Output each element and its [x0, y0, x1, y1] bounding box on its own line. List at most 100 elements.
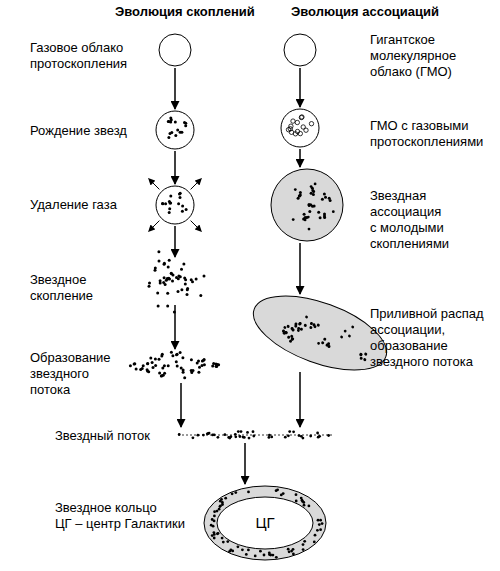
star-dot — [234, 491, 237, 494]
star-dot — [298, 194, 301, 197]
star-dot — [217, 532, 220, 535]
star-dot — [323, 214, 326, 217]
star-dot — [309, 435, 312, 438]
star-dot — [275, 556, 278, 559]
star-dot — [211, 365, 214, 368]
node-caption: Звездный поток — [55, 428, 170, 444]
star-dot — [157, 250, 160, 253]
star-dot — [284, 331, 288, 335]
protocluster-symbol — [309, 122, 313, 126]
gas-removal-circle: Удаление газа — [155, 185, 195, 225]
flow-arrow — [299, 243, 301, 294]
flow-arrow — [299, 372, 301, 427]
star-dot — [169, 195, 172, 198]
star-dot — [327, 434, 330, 437]
star-dot — [216, 363, 219, 366]
node-caption: Приливной распад ассоциации, образование… — [370, 306, 488, 370]
star-dot — [321, 341, 325, 345]
star-dot — [170, 351, 173, 354]
node-caption: Рождение звезд — [30, 123, 145, 139]
flow-arrow — [299, 68, 301, 107]
star-dot — [177, 277, 180, 280]
flow-arrow — [299, 149, 301, 167]
node-caption: ГМО с газовыми протоскоплениями — [370, 118, 495, 150]
star-dot — [311, 205, 314, 208]
star-dot — [202, 434, 205, 437]
star-dot — [328, 197, 331, 200]
star-dot — [180, 366, 183, 369]
star-dot — [176, 129, 179, 132]
node-shape — [283, 33, 317, 67]
star-dot — [166, 277, 169, 280]
protocluster-symbol — [298, 131, 302, 135]
stellar-stream: Звездный поток — [178, 428, 333, 442]
star-dot — [161, 367, 164, 370]
protocluster-symbol — [289, 124, 293, 128]
star-dot — [252, 430, 255, 433]
star-dot — [254, 555, 257, 558]
star-dot — [310, 185, 313, 188]
star-dot — [323, 337, 327, 341]
star-dot — [156, 291, 159, 294]
flow-arrow — [174, 151, 176, 184]
star-dot — [176, 365, 179, 368]
star-dot — [203, 358, 206, 361]
star-dot — [211, 534, 214, 537]
star-dot — [359, 353, 363, 357]
star-dot — [325, 343, 329, 347]
star-dot — [294, 188, 297, 191]
star-dot — [198, 366, 201, 369]
star-dot — [197, 371, 200, 374]
star-dot — [298, 322, 302, 326]
star-dot — [252, 435, 255, 438]
protocluster-symbol — [291, 119, 295, 123]
star-dot — [303, 323, 307, 327]
star-dot — [263, 554, 266, 557]
star-dot — [319, 216, 322, 219]
star-dot — [170, 118, 173, 121]
star-dot — [282, 492, 285, 495]
star-dot — [148, 285, 151, 288]
star-dot — [308, 204, 311, 207]
star-dot — [290, 327, 294, 331]
star-dot — [146, 362, 149, 365]
star-dot — [203, 363, 206, 366]
star-dot — [292, 553, 295, 556]
star-dot — [284, 331, 288, 335]
star-dot — [343, 329, 347, 333]
star-dot — [190, 278, 193, 281]
star-dot — [167, 136, 170, 139]
star-dot — [295, 500, 298, 503]
star-dot — [272, 554, 275, 557]
star-dot — [275, 489, 278, 492]
star-dot — [359, 352, 363, 356]
star-dot — [169, 201, 172, 204]
star-dot — [299, 327, 303, 331]
star-dot — [171, 354, 174, 357]
star-dot — [321, 522, 324, 525]
star-dot — [259, 550, 262, 553]
star-dot — [154, 269, 157, 272]
protocluster-symbol — [304, 128, 308, 132]
gas-outflow-arrow — [191, 221, 202, 232]
flow-arrow — [174, 68, 176, 109]
star-dot — [302, 548, 305, 551]
star-dot — [174, 121, 177, 124]
star-dot — [308, 210, 311, 213]
center-label: ЦГ — [245, 514, 285, 532]
star-dot — [159, 279, 162, 282]
cloud-outline — [156, 111, 194, 149]
star-dot — [219, 505, 222, 508]
star-dot — [363, 358, 367, 362]
star-dot — [245, 553, 248, 556]
star-dot — [308, 505, 311, 508]
star-dot — [168, 207, 171, 210]
star-dot — [133, 363, 136, 366]
flow-arrow — [174, 226, 176, 257]
star-dot — [163, 262, 166, 265]
star-dot — [321, 198, 324, 201]
star-dot — [213, 520, 216, 523]
star-dot — [196, 362, 199, 365]
star-dot — [170, 272, 173, 275]
star-dot — [247, 549, 250, 552]
